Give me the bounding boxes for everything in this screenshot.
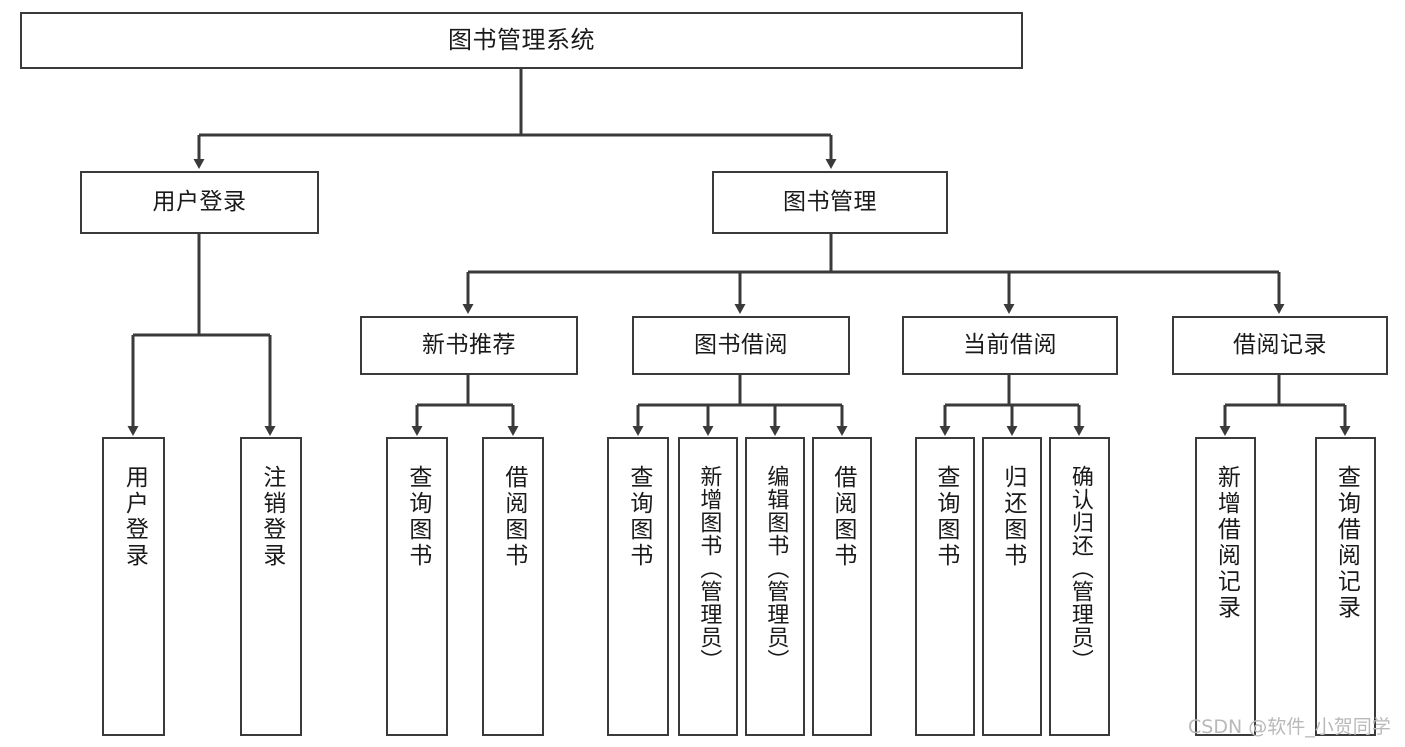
node-new-book-recommend[interactable]: 新书推荐 [360, 316, 578, 375]
node-leaf-query-book-3-label: 查询图书 [932, 465, 959, 569]
node-user-login[interactable]: 用户登录 [80, 171, 319, 234]
node-book-manage-label: 图书管理 [783, 188, 877, 215]
node-leaf-borrow-book-1[interactable]: 借阅图书 [482, 437, 544, 736]
node-leaf-user-logout-label: 注销登录 [258, 465, 285, 569]
node-leaf-edit-book-label: 编辑图书（管理员） [763, 465, 789, 672]
node-leaf-edit-book[interactable]: 编辑图书（管理员） [745, 437, 805, 736]
node-root-label: 图书管理系统 [448, 26, 595, 55]
node-book-borrow-label: 图书借阅 [694, 331, 788, 358]
node-leaf-query-book-2[interactable]: 查询图书 [607, 437, 669, 736]
node-current-borrow[interactable]: 当前借阅 [902, 316, 1118, 375]
node-user-login-label: 用户登录 [152, 188, 247, 215]
node-leaf-query-record[interactable]: 查询借阅记录 [1315, 437, 1376, 736]
node-leaf-query-record-label: 查询借阅记录 [1333, 465, 1360, 621]
node-leaf-borrow-book-2[interactable]: 借阅图书 [812, 437, 872, 736]
node-book-manage[interactable]: 图书管理 [712, 171, 948, 234]
node-leaf-add-record-label: 新增借阅记录 [1213, 465, 1240, 621]
node-leaf-user-logout[interactable]: 注销登录 [240, 437, 302, 736]
node-leaf-borrow-book-1-label: 借阅图书 [500, 465, 527, 569]
node-leaf-query-book-2-label: 查询图书 [625, 465, 652, 569]
node-leaf-confirm-return-label: 确认归还（管理员） [1067, 465, 1093, 672]
node-leaf-user-login[interactable]: 用户登录 [102, 437, 165, 736]
node-leaf-query-book-1-label: 查询图书 [404, 465, 431, 569]
node-leaf-add-book[interactable]: 新增图书（管理员） [678, 437, 738, 736]
node-leaf-add-book-label: 新增图书（管理员） [696, 465, 722, 672]
node-leaf-add-record[interactable]: 新增借阅记录 [1195, 437, 1256, 736]
node-new-book-recommend-label: 新书推荐 [422, 331, 516, 358]
node-borrow-record-label: 借阅记录 [1233, 331, 1327, 358]
node-leaf-confirm-return[interactable]: 确认归还（管理员） [1049, 437, 1110, 736]
node-leaf-return-book-label: 归还图书 [999, 465, 1026, 569]
node-leaf-query-book-1[interactable]: 查询图书 [386, 437, 448, 736]
node-leaf-user-login-label: 用户登录 [121, 465, 148, 569]
node-book-borrow[interactable]: 图书借阅 [632, 316, 850, 375]
node-borrow-record[interactable]: 借阅记录 [1172, 316, 1388, 375]
node-leaf-return-book[interactable]: 归还图书 [982, 437, 1042, 736]
node-current-borrow-label: 当前借阅 [963, 331, 1057, 358]
csdn-watermark: CSDN @软件_小贺同学 [1188, 716, 1391, 738]
node-root[interactable]: 图书管理系统 [20, 12, 1023, 69]
node-leaf-borrow-book-2-label: 借阅图书 [829, 465, 856, 569]
node-leaf-query-book-3[interactable]: 查询图书 [915, 437, 975, 736]
